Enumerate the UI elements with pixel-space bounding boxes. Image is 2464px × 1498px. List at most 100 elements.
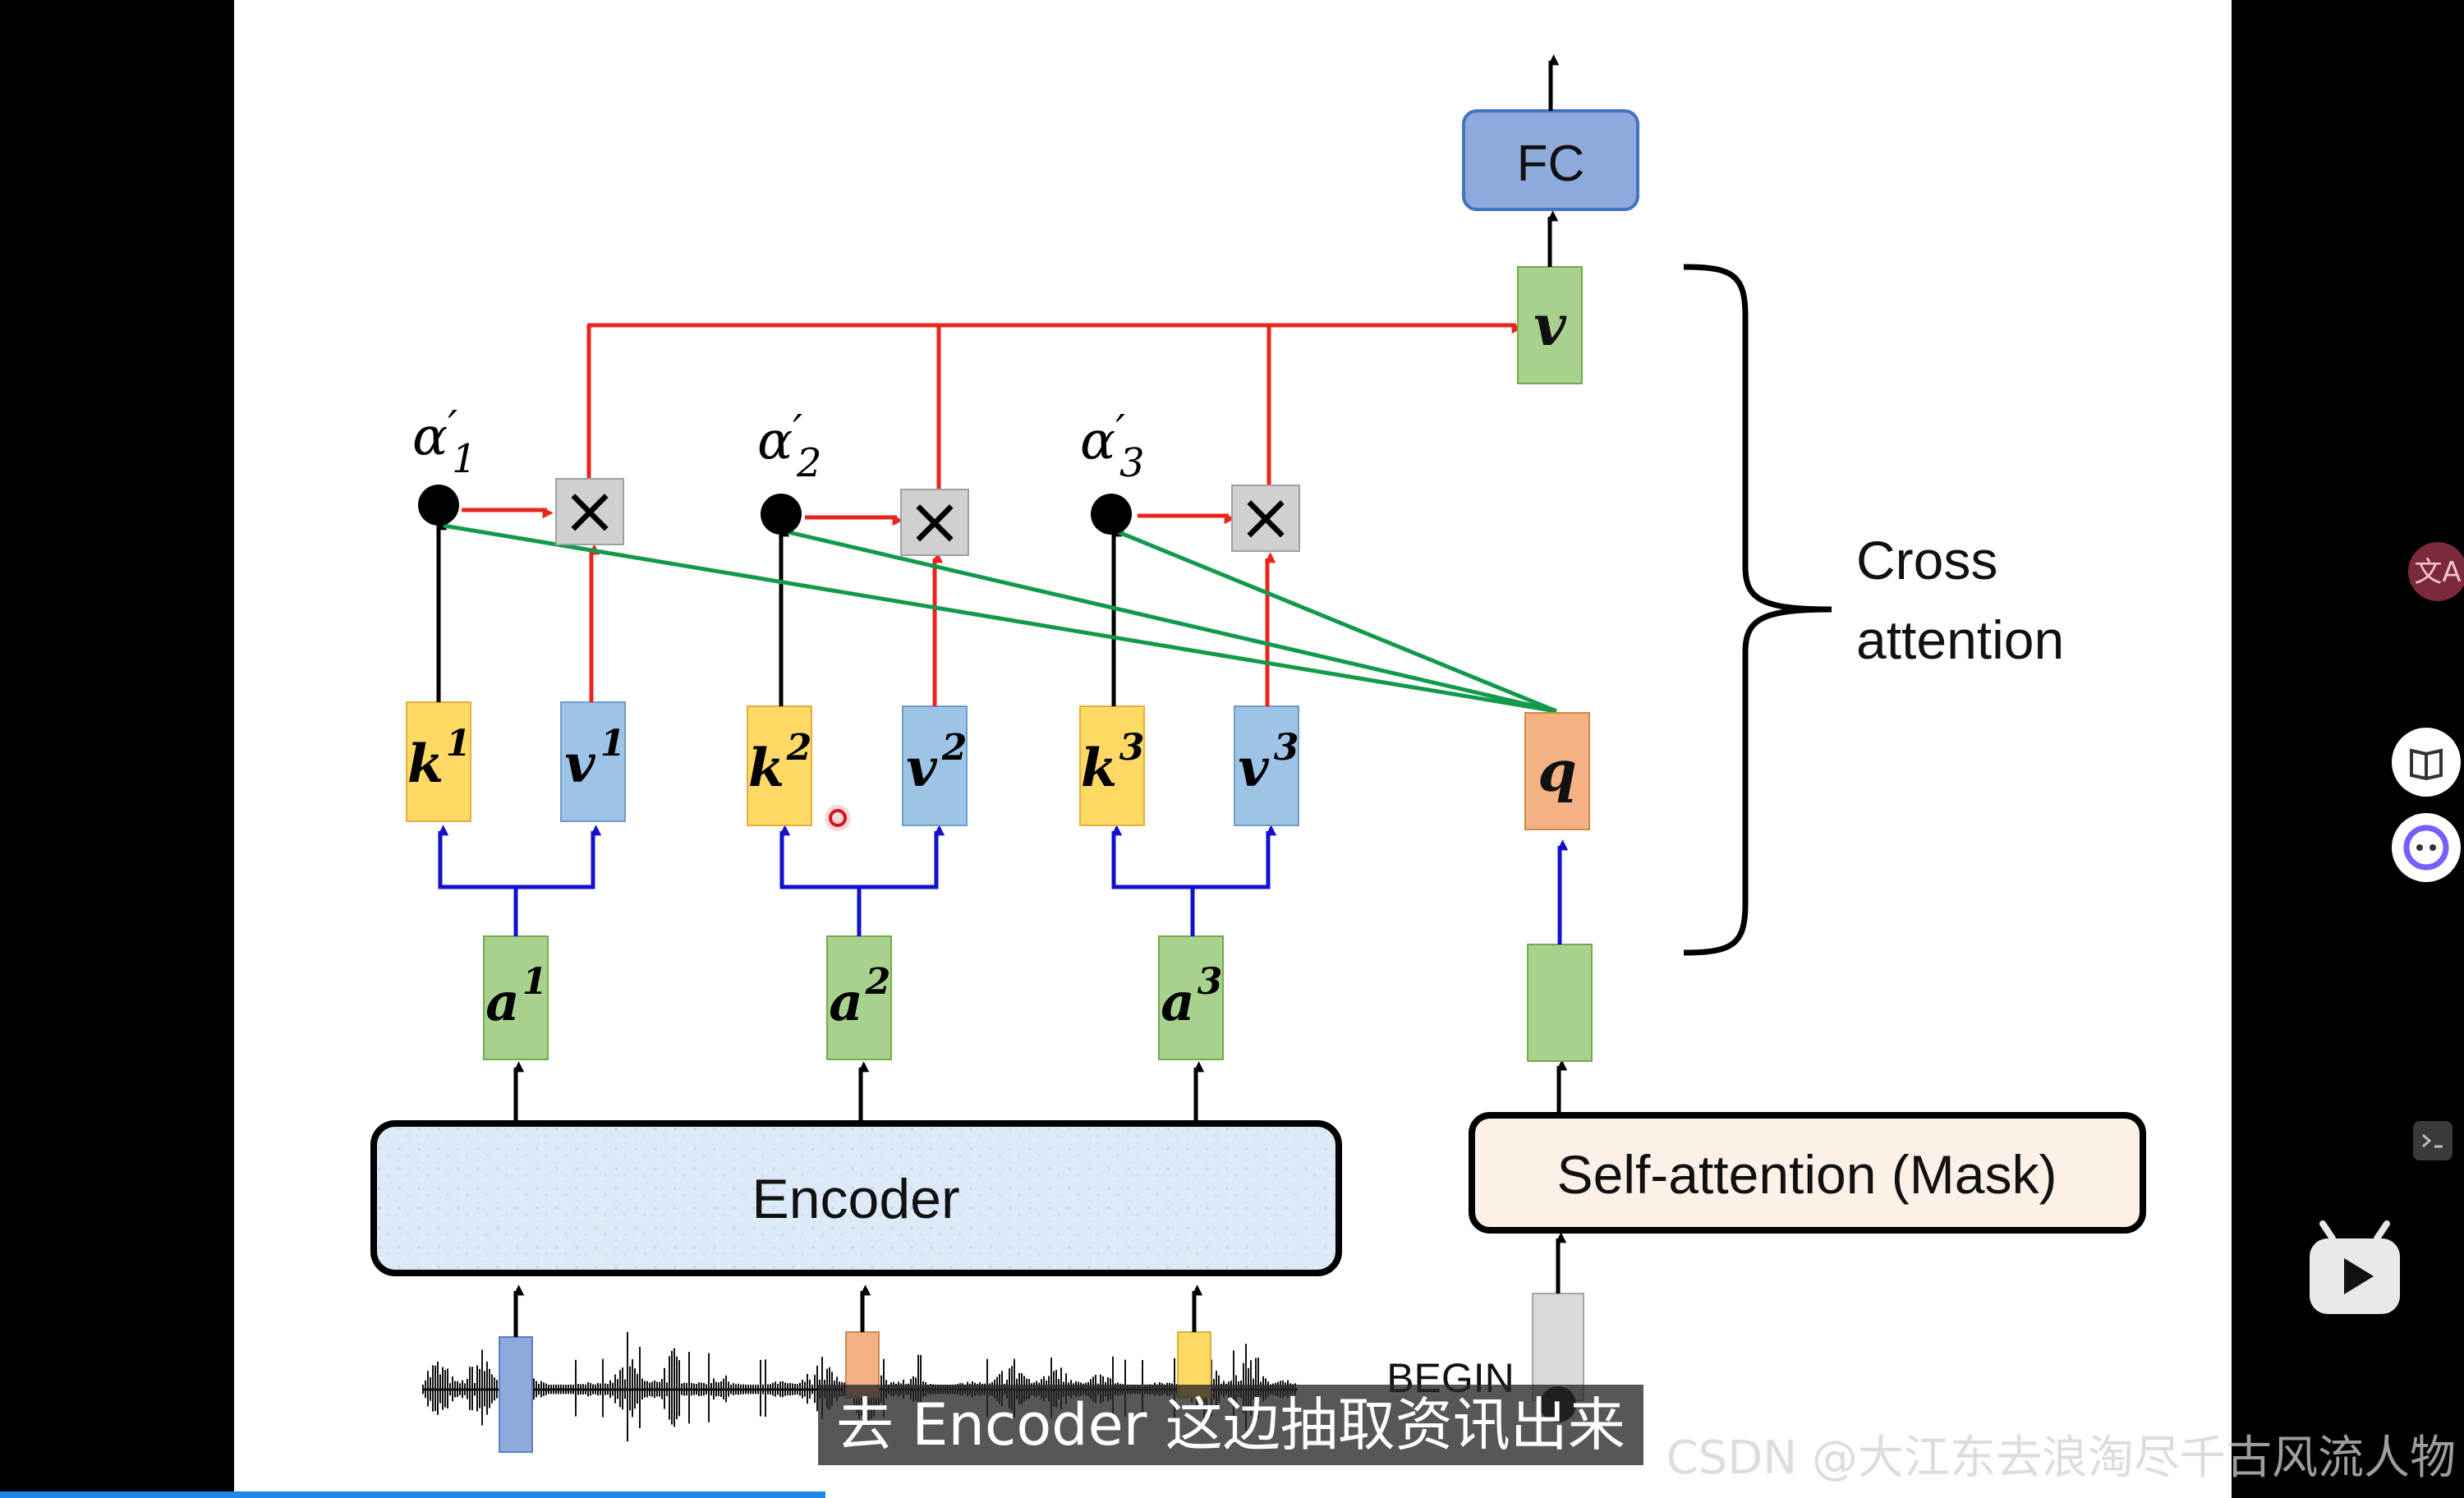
multiply-node-1: × — [555, 472, 624, 549]
svg-text:v: v — [1238, 738, 1269, 799]
svg-text:v: v — [906, 738, 937, 799]
cross-attention-label-line1: Cross — [1856, 530, 1997, 590]
fork-a3-v — [1193, 825, 1277, 889]
v3-base: v — [1238, 738, 1269, 799]
encoder-output-a3: a 3 — [1158, 935, 1224, 1060]
svg-text:α′3: α′3 — [1080, 407, 1145, 486]
svg-text:2: 2 — [941, 727, 968, 769]
alpha3-sub: 3 — [1119, 440, 1145, 486]
svg-text:q: q — [1538, 739, 1577, 805]
arrow-q-alpha2 — [782, 524, 1557, 714]
svg-text:a: a — [485, 972, 519, 1033]
fork-a1-v — [516, 825, 602, 889]
k1-sup: 1 — [446, 723, 471, 765]
k3-base: k — [1081, 738, 1117, 799]
a2-base: a — [829, 972, 862, 1033]
begin-token-vector — [1532, 1293, 1584, 1401]
alpha2-dot — [761, 494, 802, 535]
alpha2-label: α′2 — [757, 407, 822, 486]
q-label: q — [1538, 739, 1577, 805]
alpha1-base: α — [412, 407, 448, 467]
svg-text:3: 3 — [1198, 961, 1223, 1003]
chat-icon[interactable] — [2413, 1121, 2453, 1160]
fork-a2 — [779, 825, 862, 936]
multiply-3-symbol: × — [1238, 479, 1293, 555]
alpha2-prime: ′ — [793, 407, 802, 456]
svg-text:k: k — [748, 738, 784, 799]
v2-sup: 2 — [941, 727, 968, 769]
alpha1-label: α′1 — [412, 402, 477, 482]
a1-sup: 1 — [522, 961, 548, 1003]
encoder-label: Encoder — [752, 1168, 959, 1230]
alpha3-label: α′3 — [1080, 407, 1145, 486]
cross-attention-brace — [1683, 264, 1832, 956]
query-q: q — [1524, 712, 1590, 830]
multiply-2-symbol: × — [907, 483, 962, 559]
svg-text:1: 1 — [446, 723, 471, 765]
alpha3-base: α — [1080, 411, 1115, 471]
multiply-node-3: × — [1231, 479, 1300, 555]
cross-attention-label-line2: attention — [1856, 609, 2064, 670]
alpha3-prime: ′ — [1115, 407, 1125, 456]
svg-text:3: 3 — [1274, 727, 1299, 769]
alpha2-sub: 2 — [796, 440, 822, 486]
svg-text:k: k — [1081, 738, 1117, 799]
a3-base: a — [1161, 972, 1194, 1033]
value-v3: v 3 — [1234, 705, 1299, 826]
v1-base: v — [564, 733, 595, 795]
pointer-marker — [825, 805, 851, 831]
value-v1: v 1 — [560, 701, 626, 822]
fork-a2-v — [859, 825, 945, 889]
svg-text:2: 2 — [865, 961, 891, 1003]
v3-sup: 3 — [1274, 727, 1299, 769]
encoder-output-a1: a 1 — [483, 935, 549, 1060]
encoder-output-a2: a 2 — [826, 935, 892, 1060]
video-progress-bar[interactable] — [0, 1491, 825, 1498]
video-subtitle: 去 Encoder 这边抽取资讯出来 — [818, 1385, 1643, 1465]
svg-text:α′1: α′1 — [412, 402, 477, 482]
output-v-label: v — [1533, 293, 1567, 359]
value-v2: v 2 — [902, 705, 968, 826]
self-attention-block — [1469, 1112, 2146, 1234]
play-icon[interactable] — [2310, 1220, 2400, 1314]
a1-base: a — [485, 972, 519, 1033]
fork-a3 — [1111, 825, 1195, 936]
key-k2: k 2 — [747, 705, 812, 826]
svg-text:a: a — [1161, 972, 1194, 1033]
input-vector-1 — [499, 1336, 533, 1453]
fork-a1 — [438, 825, 518, 936]
svg-text:k: k — [407, 733, 444, 795]
svg-text:2: 2 — [786, 727, 812, 769]
a3-sup: 3 — [1198, 961, 1223, 1003]
svg-text:文A: 文A — [2414, 556, 2461, 589]
k2-base: k — [748, 738, 784, 799]
output-v: v — [1517, 266, 1583, 384]
svg-text:α′2: α′2 — [757, 407, 822, 486]
svg-text:v: v — [564, 733, 595, 795]
k3-sup: 3 — [1119, 727, 1145, 769]
translate-icon[interactable]: 文A — [2408, 542, 2464, 601]
assistant-icon[interactable] — [2392, 813, 2461, 882]
fc-label: FC — [1517, 136, 1585, 192]
book-icon[interactable] — [2392, 728, 2461, 797]
svg-text:1: 1 — [600, 723, 626, 765]
k1-base: k — [407, 733, 444, 795]
alpha1-prime: ′ — [448, 402, 457, 452]
svg-text:3: 3 — [1119, 727, 1145, 769]
key-k3: k 3 — [1079, 705, 1145, 826]
a2-sup: 2 — [865, 961, 891, 1003]
alpha2-base: α — [757, 411, 793, 471]
multiply-node-2: × — [900, 483, 969, 559]
alpha1-dot — [418, 485, 459, 526]
csdn-watermark: CSDN @大江东去浪淘尽千古风流人物 — [1666, 1431, 2456, 1485]
key-k1: k 1 — [406, 701, 471, 822]
svg-text:v: v — [1533, 293, 1567, 359]
svg-text:a: a — [829, 972, 862, 1033]
alpha1-sub: 1 — [452, 436, 477, 482]
alpha3-dot — [1091, 494, 1132, 535]
arrow-q-alpha3 — [1113, 525, 1557, 714]
svg-text:1: 1 — [522, 961, 548, 1003]
multiply-1-symbol: × — [562, 472, 617, 549]
self-attention-label: Self-attention (Mask) — [1557, 1144, 2057, 1205]
